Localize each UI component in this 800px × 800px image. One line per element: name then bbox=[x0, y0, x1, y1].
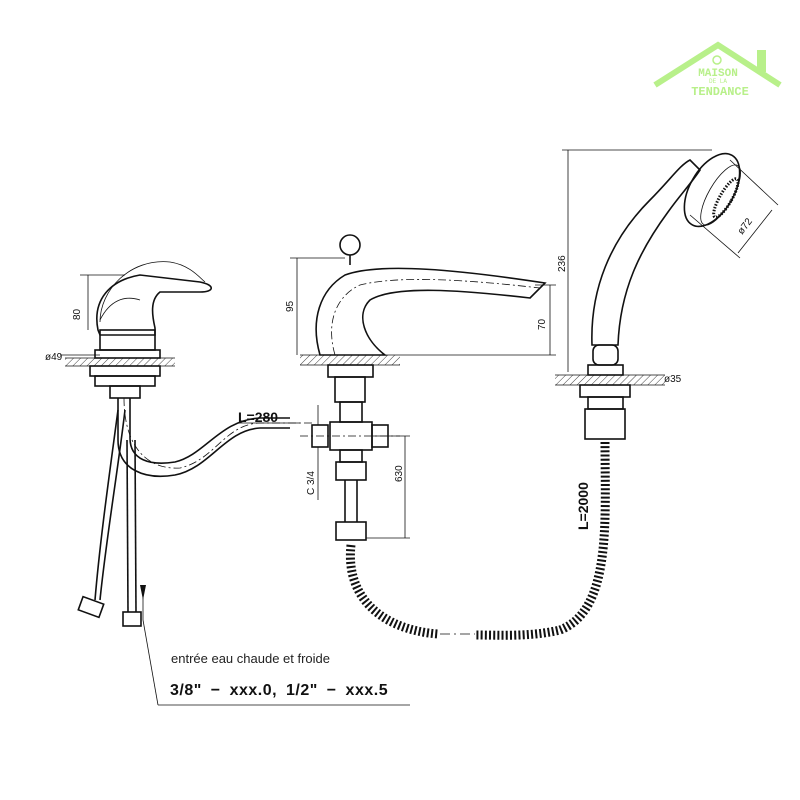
pipe-length-label: L=280 bbox=[238, 409, 278, 425]
mixer-unit: 80 ø49 bbox=[45, 261, 410, 706]
logo-text: MAISON bbox=[698, 68, 738, 80]
mixer-diameter-label: ø49 bbox=[45, 352, 63, 363]
shower-base-diameter-label: ø35 bbox=[664, 374, 682, 385]
logo: MAISON DE LA TENDANCE bbox=[653, 41, 782, 99]
connection-depth-label: 630 bbox=[394, 465, 405, 482]
hose-length-label: L=2000 bbox=[575, 482, 591, 530]
mixer-height-label: 80 bbox=[72, 308, 83, 320]
spout-height-label: 95 bbox=[285, 300, 296, 312]
shower-head-diameter-label: ø72 bbox=[736, 216, 756, 237]
spout-outlet-height-label: 70 bbox=[537, 318, 548, 330]
thread-label: C 3/4 bbox=[306, 471, 317, 495]
shower-height-label: 236 bbox=[557, 255, 568, 272]
svg-text:DE LA: DE LA bbox=[709, 78, 727, 85]
svg-text:TENDANCE: TENDANCE bbox=[691, 85, 749, 99]
inlet-note: entrée eau chaude et froide bbox=[171, 651, 331, 666]
connection-codes: 3/8" − xxx.0, 1/2" − xxx.5 bbox=[170, 682, 389, 699]
spout-unit: 95 70 630 C 3/4 L=280 bbox=[238, 234, 556, 639]
hand-shower-unit: ø72 236 ø35 L=2000 bbox=[474, 149, 779, 640]
